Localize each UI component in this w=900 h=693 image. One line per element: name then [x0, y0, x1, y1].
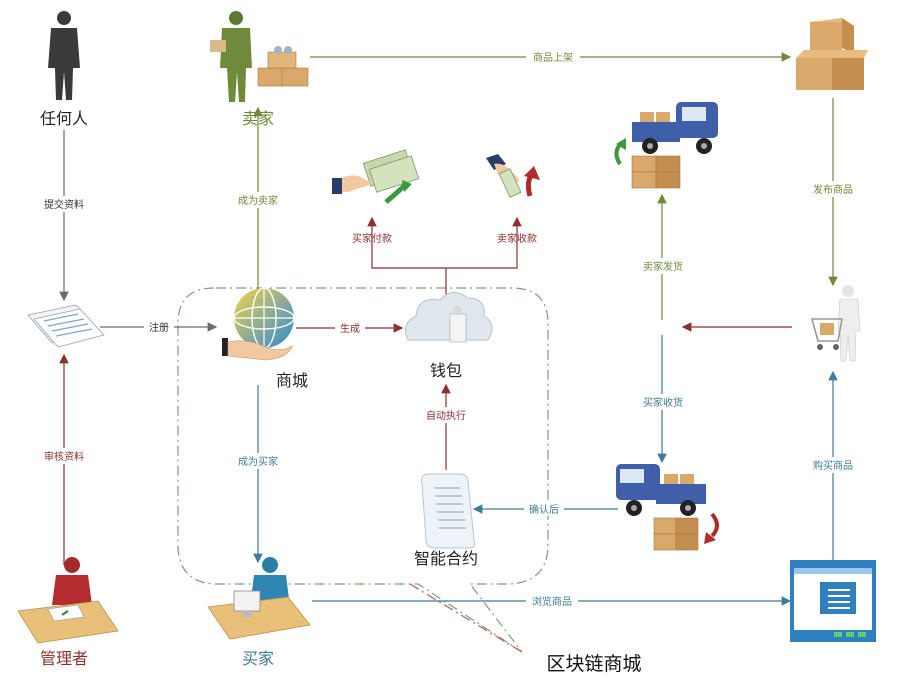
globe-hand-icon: [222, 287, 295, 361]
edge-label-buyer-receive: 买家收货: [643, 396, 683, 409]
node-label-wallet: 钱包: [430, 361, 462, 380]
edge-label-audit: 审核资料: [44, 450, 84, 463]
edge-label-confirm: 确认后: [529, 503, 559, 516]
buyer-computer-icon: [207, 557, 311, 640]
edge-label-become-buyer: 成为买家: [238, 455, 278, 468]
edge-label-list-goods: 商品上架: [533, 51, 573, 64]
edge-label-buyer-pay: 买家付款: [352, 232, 392, 245]
node-label-contract: 智能合约: [414, 549, 478, 568]
edge-label-become-seller: 成为卖家: [238, 194, 278, 207]
node-label-anyone: 任何人: [40, 109, 88, 128]
admin-desk-icon: [17, 557, 119, 644]
node-label-buyer: 买家: [242, 649, 274, 668]
shopper-cart-icon: [810, 285, 861, 362]
truck-ship-icon: [614, 102, 718, 189]
diagram-title: 区块链商城: [546, 653, 641, 675]
boxes-stack-icon: [796, 18, 868, 90]
edge-label-seller-collect: 卖家收款: [497, 232, 537, 245]
node-labels: 任何人 卖家 商城 钱包 智能合约 买家 管理者 区块链商城: [40, 109, 642, 675]
edge-label-generate: 生成: [340, 322, 360, 335]
node-label-admin: 管理者: [40, 649, 88, 668]
edge-label-seller-ship: 卖家发货: [643, 260, 683, 273]
edge-label-auto-exec: 自动执行: [426, 409, 466, 422]
document-icon: [27, 304, 105, 348]
money-pay-icon: [332, 149, 420, 204]
edge-label-publish: 发布商品: [813, 183, 853, 196]
money-collect-icon: [486, 154, 540, 198]
node-label-mall: 商城: [276, 371, 308, 390]
seller-with-boxes-icon: [210, 11, 309, 102]
truck-receive-icon: [616, 464, 719, 551]
edge-label-register: 注册: [149, 321, 169, 334]
node-label-seller: 卖家: [242, 109, 274, 128]
edge-label-buy: 购买商品: [813, 459, 853, 472]
edge-labels: 提交资料 审核资料 注册 成为卖家 生成 成为买家 自动执行 确认后 浏览商品 …: [36, 50, 860, 608]
mall-boundary: [177, 287, 549, 653]
cloud-wallet-icon: [404, 292, 493, 343]
person-gray-icon: [48, 11, 80, 100]
edge-label-submit: 提交资料: [44, 198, 84, 211]
web-page-icon: [790, 560, 876, 642]
edge-label-browse: 浏览商品: [532, 595, 572, 608]
scroll-contract-icon: [421, 473, 475, 549]
